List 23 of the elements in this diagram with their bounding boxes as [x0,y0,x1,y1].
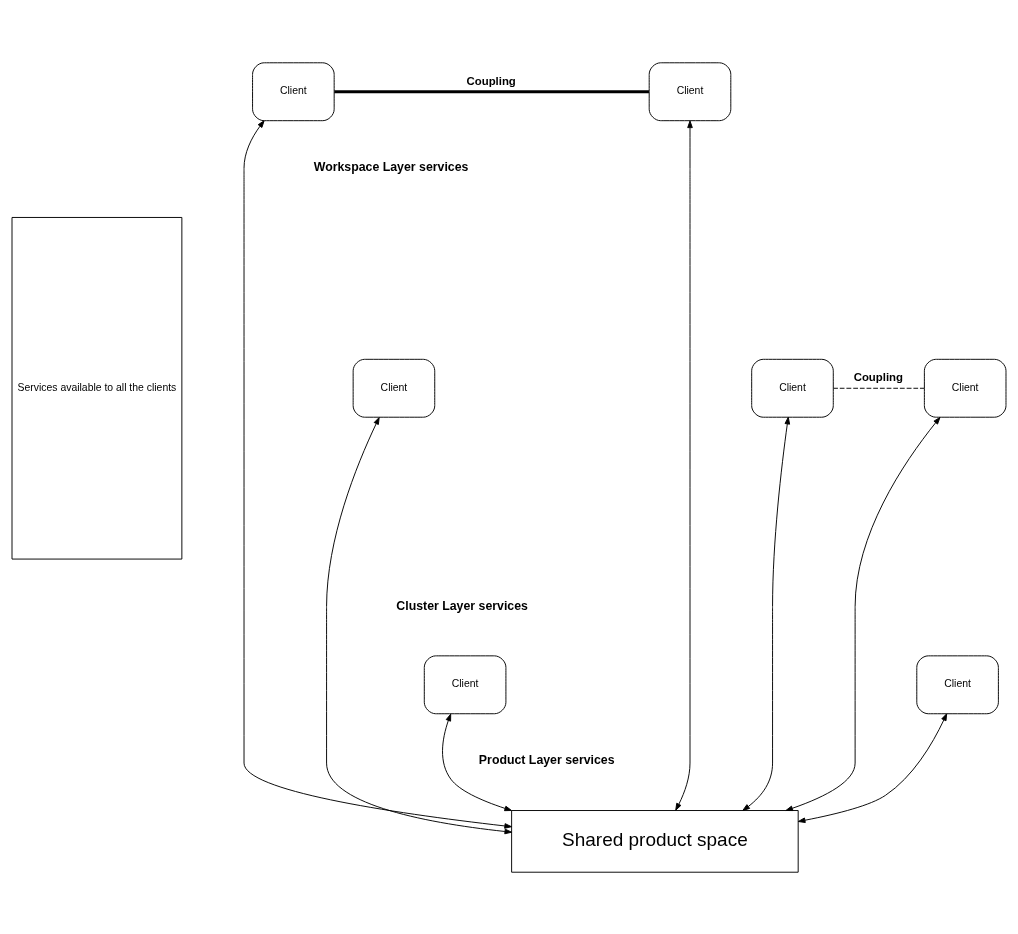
edge-label: Coupling [466,74,516,87]
label: Cluster Layer services [396,598,528,613]
connector [334,89,649,93]
arrow [675,120,693,811]
node-box: Client [352,358,436,418]
arrow [326,416,513,834]
label: Workspace Layer services [313,159,469,174]
edge-label: Coupling [853,370,903,383]
node-box: Client [916,654,999,714]
arrow [785,416,941,811]
arrow [243,119,512,829]
arrow [742,416,791,811]
node-box: Client [923,358,1007,418]
node-box: Client [252,61,335,121]
node-box: Client [751,358,834,418]
arrow [797,712,948,823]
node-box: Shared product space [511,809,799,873]
node-box: Services available to all the clients [11,216,183,560]
node-box: Client [648,61,732,121]
label: Product Layer services [478,752,615,767]
connector [832,387,925,389]
node-box: Client [423,654,507,714]
arrow [442,713,512,811]
